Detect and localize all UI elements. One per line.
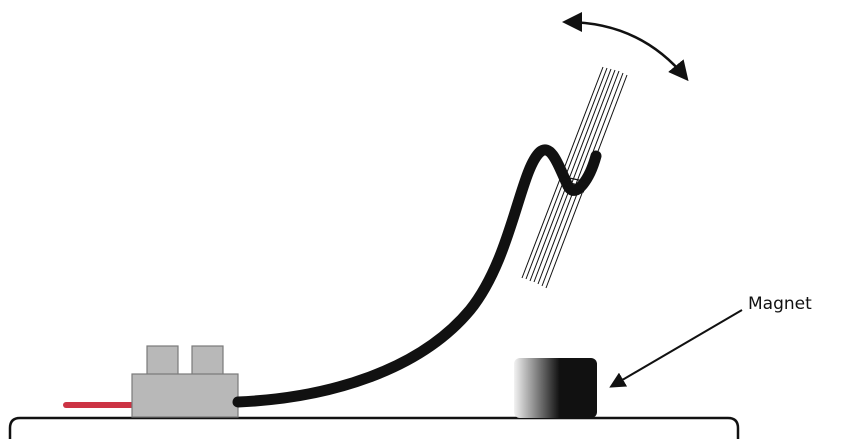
magnet-label: Magnet (748, 294, 812, 314)
connector-body (131, 373, 239, 418)
motion-arrow-icon (562, 12, 689, 82)
connector-prong-right (191, 345, 224, 377)
magnet-pointer-arrow (609, 309, 743, 388)
base-platform (8, 416, 740, 439)
wire-wrap (559, 175, 589, 193)
terminal-connector (131, 345, 239, 418)
connector-prong-left (146, 345, 179, 377)
magnet (514, 358, 597, 418)
brush-bristles (521, 66, 628, 289)
